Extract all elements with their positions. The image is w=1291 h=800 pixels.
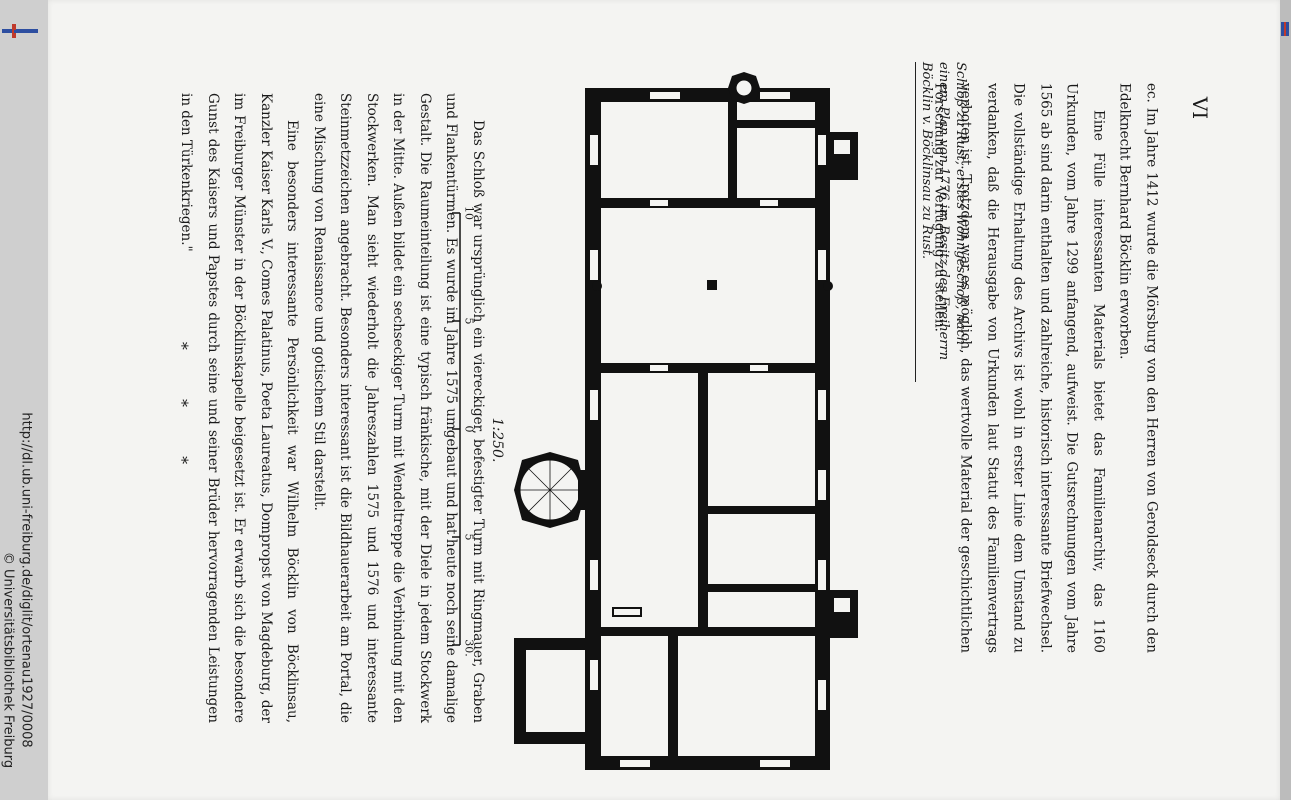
- scale-ratio: 1:250.: [489, 417, 505, 463]
- text-column-bottom: Das Schloß war ursprünglich ein vierecki…: [173, 93, 491, 723]
- right-flag-icon: [1281, 22, 1289, 36]
- floor-plan-drawing: [514, 72, 858, 770]
- section-asterisks: * * *: [172, 341, 192, 487]
- scanned-page: [48, 0, 1280, 800]
- paragraph: Eine besonders interessante Persönlichke…: [178, 93, 301, 723]
- paragraph: Das Schloß war ursprünglich ein vierecki…: [311, 93, 486, 724]
- viewer-left-margin: [0, 0, 48, 800]
- page-number: VI: [1188, 96, 1212, 120]
- next-page-edge[interactable]: [1280, 0, 1291, 800]
- stair-tower: [514, 452, 600, 528]
- paragraph: ec. Im Jahre 1412 wurde die Mörsburg von…: [1116, 83, 1160, 653]
- source-url-link[interactable]: http://dl.ub.uni-freiburg.de/diglit/orte…: [18, 412, 34, 748]
- plan-caption: Schloß zu Rust, erstes Wohngeschoß, nach…: [915, 62, 969, 382]
- copyright-notice: © Universitätsbibliothek Freiburg: [0, 551, 16, 769]
- viewer-flag-icon-secondary: [14, 28, 36, 36]
- scale-bar: [452, 212, 461, 646]
